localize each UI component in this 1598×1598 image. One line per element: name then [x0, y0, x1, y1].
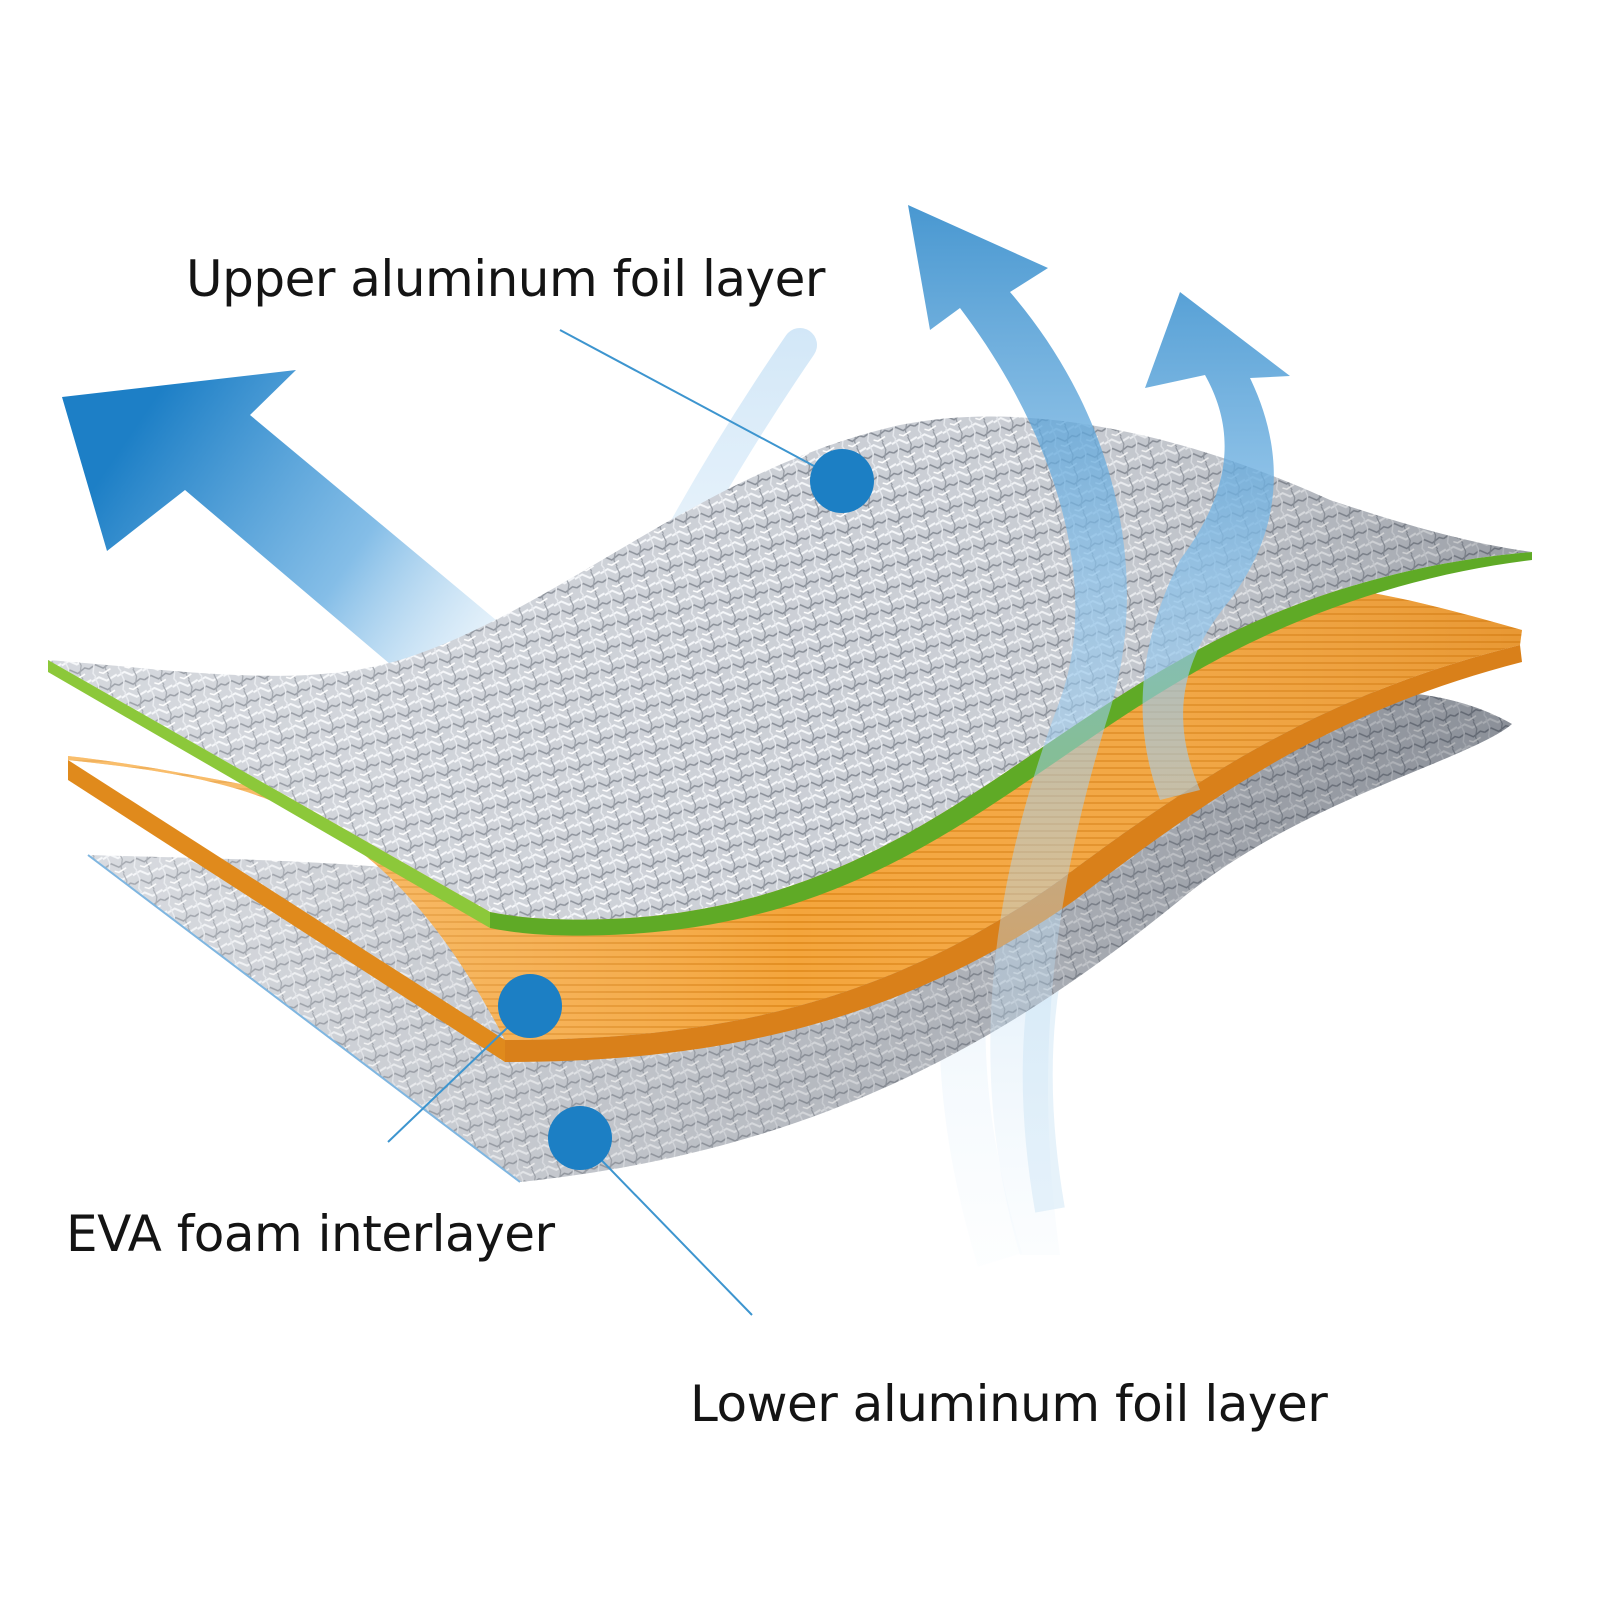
- upper-leader-line: [559, 329, 843, 482]
- lower-foil-label: Lower aluminum foil layer: [690, 1375, 1328, 1433]
- callouts: [387, 329, 874, 1316]
- upper-foil-layer: [48, 416, 1532, 936]
- upper-foil-label: Upper aluminum foil layer: [186, 250, 825, 308]
- upper-marker-dot: [810, 449, 874, 513]
- eva-leader-line: [387, 1005, 531, 1143]
- eva-foam-label: EVA foam interlayer: [66, 1205, 555, 1263]
- eva-marker-dot: [498, 974, 562, 1038]
- lower-marker-dot: [548, 1106, 612, 1170]
- lower-leader-line: [579, 1137, 753, 1316]
- left-heat-arrow: [62, 370, 520, 715]
- upward-heat-arrows: [908, 205, 1290, 1255]
